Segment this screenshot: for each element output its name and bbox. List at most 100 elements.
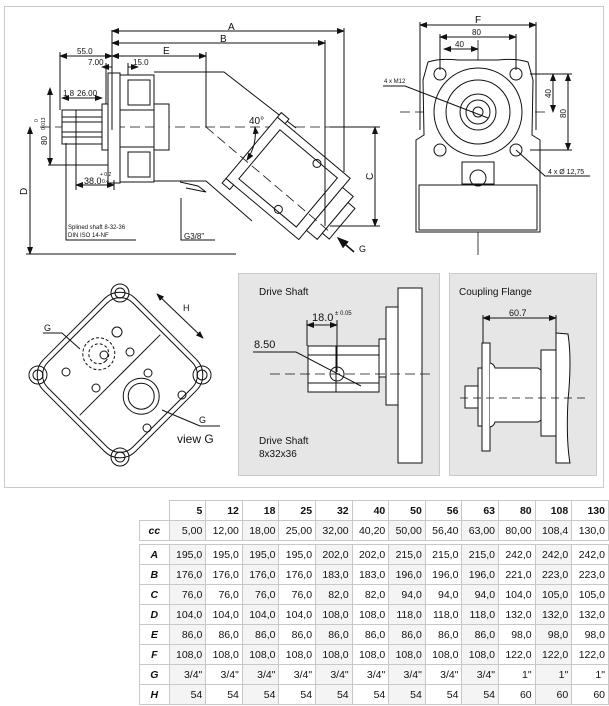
- table-cell: 86,0: [278, 624, 317, 645]
- table-cell: 108,0: [388, 644, 426, 665]
- table-cell: 105,0: [534, 584, 573, 605]
- port-G-left: G: [44, 323, 51, 333]
- port-view: [28, 283, 220, 467]
- table-cell: 3/4": [278, 664, 317, 685]
- table-cell: 108,0: [461, 644, 500, 665]
- table-cell: 94,0: [388, 584, 426, 605]
- port-G-right: G: [199, 415, 206, 425]
- table-cell: 86,0: [388, 624, 426, 645]
- table-cell: 12,00: [205, 520, 243, 541]
- note-din: DIN ISO 14-NF: [68, 233, 109, 239]
- dim-26: 26.00: [77, 89, 98, 98]
- drive-shaft-detail: [253, 287, 430, 464]
- column-header: 25: [278, 500, 317, 521]
- dim-60-7: 60.7: [509, 308, 527, 318]
- dim-1-8: 1.8: [63, 89, 75, 98]
- table-cell: 105,0: [571, 584, 609, 605]
- drive-shaft-spec: 8x32x36: [259, 449, 297, 460]
- table-cell: 76,0: [241, 584, 280, 605]
- table-cell: 54: [241, 684, 280, 705]
- table-cell: 98,0: [498, 624, 536, 645]
- table-cell: 86,0: [205, 624, 243, 645]
- table-cell: 86,0: [424, 624, 463, 645]
- dim-A: A: [228, 22, 235, 33]
- table-cell: 3/4": [205, 664, 243, 685]
- table-cell: 132,0: [571, 604, 609, 625]
- table-cell: 63,00: [461, 520, 500, 541]
- dim-38: 38.0: [84, 176, 102, 186]
- table-cell: 98,0: [571, 624, 609, 645]
- tol-80-upper: 0: [34, 119, 40, 122]
- column-header: 18: [241, 500, 280, 521]
- table-cell: 5,00: [168, 520, 207, 541]
- table-cell: 3/4": [241, 664, 280, 685]
- table-cell: 183,0: [315, 564, 353, 585]
- table-cell: 56,40: [424, 520, 463, 541]
- column-header: 130: [571, 500, 609, 521]
- table-cell: 108,0: [315, 644, 353, 665]
- table-cell: 223,0: [571, 564, 609, 585]
- table-cell: 176,0: [168, 564, 207, 585]
- side-view-labels: A B E 55.0 7.00 15.0 1.8 26.00 80 0 0,01…: [19, 22, 376, 254]
- table-cell: 40,20: [351, 520, 390, 541]
- table-cell: 183,0: [351, 564, 390, 585]
- table-cell: 108,0: [205, 644, 243, 665]
- table-cell: 32,00: [315, 520, 353, 541]
- table-cell: 176,0: [241, 564, 280, 585]
- table-cell: 1": [498, 664, 536, 685]
- table-cell: 50,00: [388, 520, 426, 541]
- table-cell: 3/4": [315, 664, 353, 685]
- table-cell: 54: [461, 684, 500, 705]
- front-view-labels: F 80 40 40 80 4 x M12 4 x Ø 12,75: [384, 15, 584, 176]
- dim-7: 7.00: [88, 58, 104, 67]
- table-cell: 132,0: [498, 604, 536, 625]
- table-cell: 202,0: [351, 544, 390, 565]
- table-cell: 54: [424, 684, 463, 705]
- table-cell: 54: [388, 684, 426, 705]
- dim-80-shaft: 80: [40, 136, 49, 145]
- table-cell: 108,0: [168, 644, 207, 665]
- table-cell: 54: [205, 684, 243, 705]
- dim-D: D: [19, 188, 30, 195]
- table-cell: 18,00: [241, 520, 280, 541]
- table-cell: 86,0: [461, 624, 500, 645]
- port-view-labels: H G G view G: [44, 303, 214, 446]
- table-cell: 108,4: [534, 520, 573, 541]
- table-cell: 1": [571, 664, 609, 685]
- row-label: C: [139, 584, 170, 605]
- table-cell: 54: [315, 684, 353, 705]
- dim-B: B: [220, 34, 227, 45]
- row-label: cc: [139, 520, 170, 541]
- table-cell: 104,0: [241, 604, 280, 625]
- table-cell: 108,0: [351, 644, 390, 665]
- table-cell: 3/4": [351, 664, 390, 685]
- dim-15: 15.0: [133, 58, 149, 67]
- table-cell: 122,0: [498, 644, 536, 665]
- table-cell: 104,0: [278, 604, 317, 625]
- dim-C: C: [365, 173, 376, 180]
- column-header: 5: [168, 500, 207, 521]
- table-cell: 104,0: [168, 604, 207, 625]
- table-cell: 94,0: [461, 584, 500, 605]
- table-cell: 3/4": [424, 664, 463, 685]
- table-cell: 80,00: [498, 520, 536, 541]
- table-cell: 195,0: [168, 544, 207, 565]
- table-cell: 86,0: [351, 624, 390, 645]
- table-cell: 242,0: [534, 544, 573, 565]
- table-cell: 3/4": [168, 664, 207, 685]
- dim-F: F: [475, 15, 481, 26]
- table-cell: 76,0: [205, 584, 243, 605]
- view-arrow-G: G: [359, 244, 366, 254]
- table-cell: 3/4": [461, 664, 500, 685]
- table-cell: 86,0: [168, 624, 207, 645]
- table-cell: 176,0: [278, 564, 317, 585]
- table-cell: 223,0: [534, 564, 573, 585]
